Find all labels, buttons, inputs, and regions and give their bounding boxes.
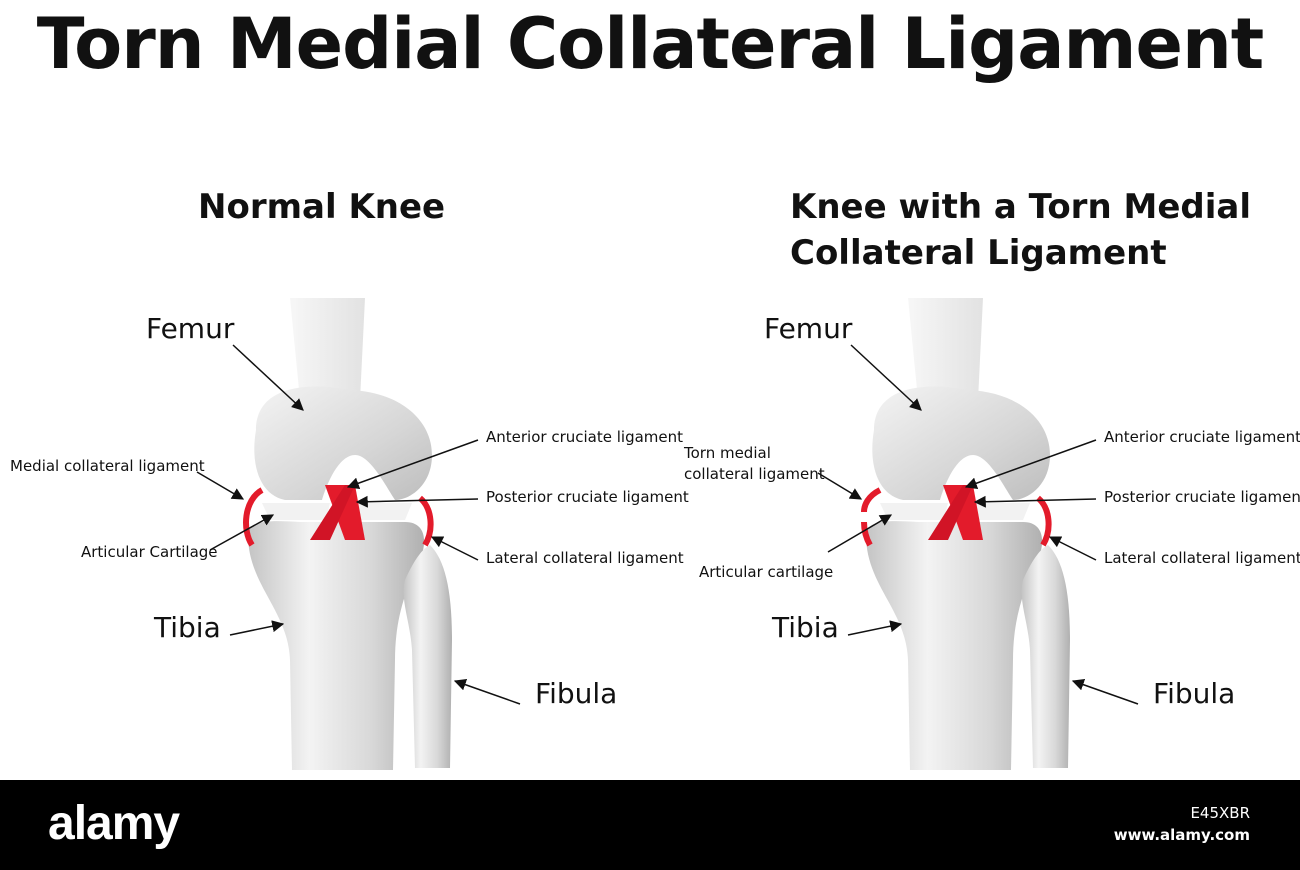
label-pcl: Posterior cruciate ligament bbox=[1104, 488, 1300, 506]
acl bbox=[943, 485, 983, 540]
pcl bbox=[928, 485, 973, 540]
label-tibia: Tibia bbox=[772, 611, 839, 644]
right-pointers bbox=[817, 344, 1139, 705]
stock-id: E45XBR bbox=[1190, 804, 1250, 822]
label-articular-cartilage: Articular Cartilage bbox=[81, 543, 218, 561]
label-medial-collateral: Medial collateral ligament bbox=[10, 457, 205, 475]
label-torn-medial-line2: collateral ligament bbox=[684, 465, 825, 483]
tibia bbox=[248, 521, 425, 770]
label-acl: Anterior cruciate ligament bbox=[486, 428, 684, 446]
tibia bbox=[866, 521, 1043, 770]
label-femur: Femur bbox=[146, 312, 235, 345]
label-acl: Anterior cruciate ligament bbox=[1104, 428, 1300, 446]
torn-medial-ligament-lower bbox=[861, 521, 873, 547]
femur-condyles bbox=[872, 386, 1050, 500]
acl bbox=[325, 485, 365, 540]
medial-ligament bbox=[243, 487, 264, 547]
page-title: Torn Medial Collateral Ligament bbox=[36, 3, 1265, 85]
femur-shaft bbox=[290, 298, 365, 400]
label-fibula: Fibula bbox=[1153, 677, 1236, 710]
label-lcl: Lateral collateral ligament bbox=[486, 549, 684, 567]
torn-knee-heading-line1: Knee with a Torn Medial bbox=[790, 187, 1251, 227]
cartilage-left bbox=[262, 503, 330, 520]
brand-logo: alamy bbox=[48, 797, 180, 850]
label-lcl: Lateral collateral ligament bbox=[1104, 549, 1300, 567]
normal-knee bbox=[243, 298, 452, 770]
label-femur: Femur bbox=[764, 312, 853, 345]
left-pointers bbox=[196, 344, 521, 705]
fibula bbox=[403, 545, 452, 768]
knee-diagram bbox=[196, 298, 1139, 770]
fibula bbox=[1021, 545, 1070, 768]
femur-shaft bbox=[908, 298, 983, 400]
label-articular-cartilage: Articular cartilage bbox=[699, 563, 834, 581]
stock-url[interactable]: www.alamy.com bbox=[1113, 826, 1250, 844]
label-pcl: Posterior cruciate ligament bbox=[486, 488, 689, 506]
torn-knee-heading-line2: Collateral Ligament bbox=[790, 233, 1167, 273]
label-torn-medial-line1: Torn medial bbox=[684, 444, 771, 462]
femur-condyles bbox=[254, 386, 432, 500]
footer-bar: alamy E45XBR www.alamy.com bbox=[0, 780, 1300, 870]
pcl bbox=[310, 485, 355, 540]
label-fibula: Fibula bbox=[535, 677, 618, 710]
torn-knee bbox=[861, 298, 1070, 770]
cartilage-left bbox=[880, 503, 948, 520]
label-tibia: Tibia bbox=[154, 611, 221, 644]
torn-medial-ligament-upper bbox=[861, 487, 882, 513]
normal-knee-heading: Normal Knee bbox=[198, 187, 446, 227]
